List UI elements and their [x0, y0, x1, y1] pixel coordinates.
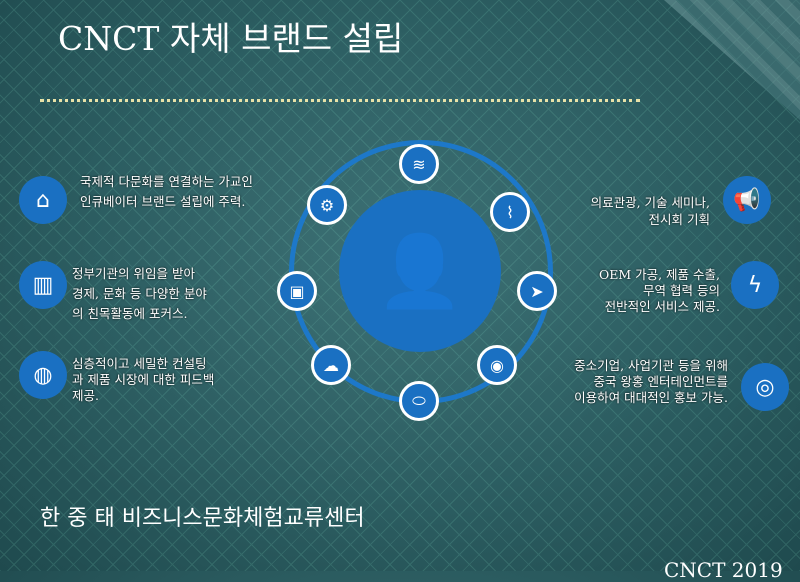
text-line: 의료관광, 기술 세미나, — [590, 195, 710, 210]
user-icon: 👤 — [376, 229, 464, 312]
organization-name: 한 중 태 비즈니스문화체험교류센터 — [40, 506, 365, 531]
text-line: 과 제품 시장에 대한 피드백 — [72, 372, 215, 387]
center-circle: 👤 — [339, 190, 501, 352]
text-line: 인큐베이터 브랜드 설립에 주력. — [80, 194, 246, 209]
text-line: 이용하여 대대적인 홍보 가능. — [574, 390, 728, 405]
text-line: 중국 왕홍 엔터테인먼트를 — [593, 374, 728, 389]
page-title: CNCT 자체 브랜드 설립 — [58, 19, 404, 58]
send-icon: ➤ — [517, 271, 557, 311]
megaphone-icon: 📢 — [723, 176, 771, 224]
text-line: 의 친목활동에 포커스. — [72, 306, 188, 321]
text-line: 무역 협력 등의 — [643, 283, 720, 298]
text-line: 정부기관의 위임을 받아 — [72, 266, 195, 281]
dotted-divider — [40, 99, 640, 102]
map-icon: ▥ — [19, 261, 67, 309]
lifebuoy-icon: ◎ — [741, 363, 789, 411]
text-line: 심층적이고 세밀한 컨설팅 — [72, 356, 207, 371]
layers-icon: ≋ — [399, 144, 439, 184]
copyright: CNCT 2019 — [664, 558, 783, 582]
eye-icon: ◉ — [477, 345, 517, 385]
text-line: 전반적인 서비스 제공. — [604, 299, 720, 314]
gear-icon: ⚙ — [307, 185, 347, 225]
text-line: 중소기업, 사업기관 등을 위해 — [574, 358, 728, 373]
text-line: 제공. — [72, 388, 99, 403]
pill-icon: ⬭ — [399, 381, 439, 421]
cloud-icon: ☁ — [311, 345, 351, 385]
globe-icon: ◍ — [19, 351, 67, 399]
text-line: OEM 가공, 제품 수출, — [598, 267, 720, 282]
battery-icon: ϟ — [731, 261, 779, 309]
text-line: 전시회 기획 — [648, 212, 710, 227]
right-text-1: 의료관광, 기술 세미나, 전시회 기획 — [591, 194, 710, 228]
briefcase-icon: ▣ — [277, 271, 317, 311]
home-icon: ⌂ — [19, 176, 67, 224]
paperclip-icon: ⌇ — [490, 192, 530, 232]
text-line: 국제적 다문화를 연결하는 가교인 — [80, 174, 253, 189]
text-line: 경제, 문화 등 다양한 분야 — [72, 286, 207, 301]
